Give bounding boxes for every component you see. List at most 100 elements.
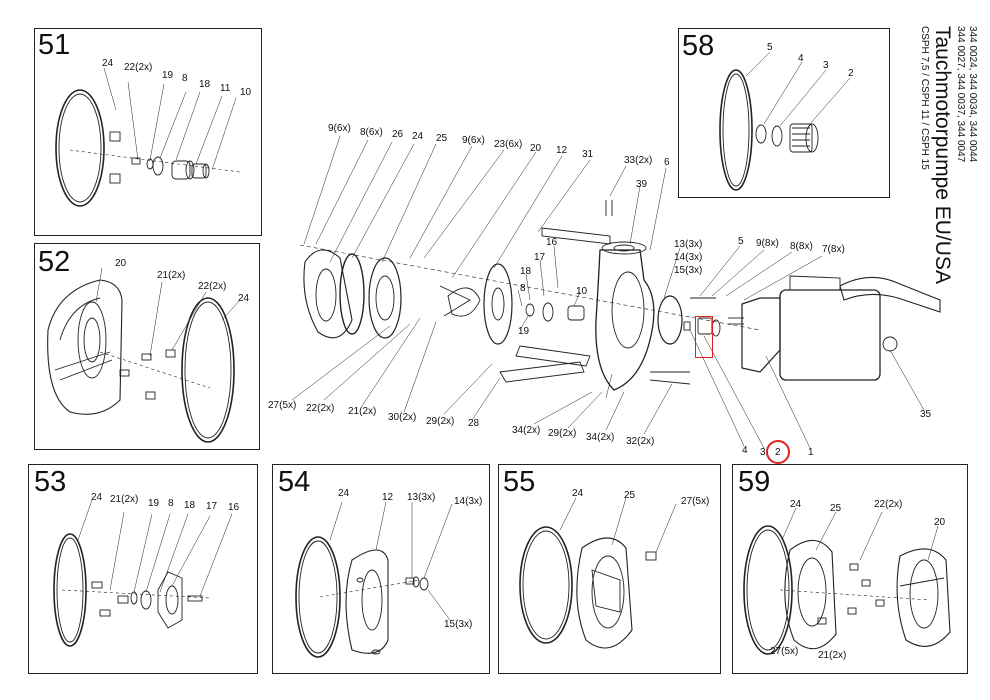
callout-51-8: 8: [182, 73, 188, 84]
gasket-ring-24: [519, 526, 573, 644]
callout-51-11: 11: [220, 83, 231, 94]
callout-23-6x: 23(6x): [494, 139, 523, 150]
callout-53-24: 24: [91, 492, 103, 503]
callout-26: 26: [392, 129, 404, 140]
callout-52-24: 24: [238, 293, 250, 304]
callout-58-3: 3: [823, 60, 829, 71]
callout-59-21: 21(2x): [818, 650, 847, 661]
gasket-ring-24: [295, 536, 341, 658]
panel-58: [678, 28, 890, 198]
callout-3: 3: [760, 447, 766, 458]
callout-55-24: 24: [572, 488, 584, 499]
callout-10: 10: [576, 286, 588, 297]
callout-51-24: 24: [102, 58, 114, 69]
callout-29-2x-b: 29(2x): [548, 428, 577, 439]
callout-28: 28: [468, 418, 480, 429]
callout-52-22: 22(2x): [198, 281, 227, 292]
callout-24: 24: [412, 131, 424, 142]
highlight-circle-part-2: [766, 440, 790, 464]
callout-59-25: 25: [830, 503, 842, 514]
callout-25: 25: [436, 133, 448, 144]
callout-52-20: 20: [115, 258, 127, 269]
callout-59-24: 24: [790, 499, 802, 510]
callout-8-6x: 8(6x): [360, 127, 383, 138]
callout-27-5x: 27(5x): [268, 400, 297, 411]
panel-number-59: 59: [738, 466, 771, 498]
panel-51-drawing: [55, 67, 241, 207]
callout-8-8x: 8(8x): [790, 241, 813, 252]
callout-9-6x: 9(6x): [328, 123, 351, 134]
callout-12: 12: [556, 145, 568, 156]
main-exploded-view: [299, 200, 941, 391]
callout-59-27: 27(5x): [770, 646, 799, 657]
callout-13-3x: 13(3x): [674, 239, 703, 250]
callout-1: 1: [808, 447, 814, 458]
callout-53-16: 16: [228, 502, 240, 513]
callout-51-10: 10: [240, 87, 252, 98]
callout-31: 31: [582, 149, 594, 160]
callout-54-14: 14(3x): [454, 496, 483, 507]
panel-52-drawing: [47, 267, 241, 443]
callout-4: 4: [742, 445, 748, 456]
gasket-ring-24: [55, 89, 105, 207]
callout-33-2x: 33(2x): [624, 155, 653, 166]
callout-9-8x: 9(8x): [756, 238, 779, 249]
callout-53-19: 19: [148, 498, 160, 509]
callout-22-2x: 22(2x): [306, 403, 335, 414]
panel-number-52: 52: [38, 246, 71, 278]
panel-54: [272, 464, 490, 674]
callout-53-8: 8: [168, 498, 174, 509]
highlight-box-seal: [695, 316, 713, 358]
callout-19: 19: [518, 326, 530, 337]
panel-number-58: 58: [682, 30, 715, 62]
panel-52: [34, 243, 260, 450]
callout-51-19: 19: [162, 70, 174, 81]
callout-52-21: 21(2x): [157, 270, 186, 281]
callout-58-2: 2: [848, 68, 854, 79]
panel-54-drawing: [295, 501, 453, 658]
callout-32-2x: 32(2x): [626, 436, 655, 447]
panel-55-drawing: [519, 497, 677, 649]
callout-29-2x: 29(2x): [426, 416, 455, 427]
callout-59-22: 22(2x): [874, 499, 903, 510]
callout-51-22: 22(2x): [124, 62, 153, 73]
panel-number-53: 53: [34, 466, 67, 498]
callout-34-2x-b: 34(2x): [586, 432, 615, 443]
callout-59-20: 20: [934, 517, 946, 528]
callout-55-27: 27(5x): [681, 496, 710, 507]
panel-59-drawing: [743, 507, 951, 655]
callout-35: 35: [920, 409, 932, 420]
panel-number-54: 54: [278, 466, 311, 498]
callout-53-21: 21(2x): [110, 494, 139, 505]
callout-7-8x: 7(8x): [822, 244, 845, 255]
callout-20: 20: [530, 143, 542, 154]
callout-54-13: 13(3x): [407, 492, 436, 503]
callout-17: 17: [534, 252, 546, 263]
callout-34-2x: 34(2x): [512, 425, 541, 436]
callout-58-4: 4: [798, 53, 804, 64]
callout-30-2x: 30(2x): [388, 412, 417, 423]
gasket-ring-24: [181, 297, 235, 443]
panel-53: [28, 464, 258, 674]
callout-54-15: 15(3x): [444, 619, 473, 630]
callout-9-6x-b: 9(6x): [462, 135, 485, 146]
callout-5: 5: [738, 236, 744, 247]
callout-54-24: 24: [338, 488, 350, 499]
callout-58-5: 5: [767, 42, 773, 53]
callout-53-17: 17: [206, 501, 218, 512]
callout-6: 6: [664, 157, 670, 168]
callout-54-12: 12: [382, 492, 394, 503]
main-leader-lines: [291, 135, 925, 449]
callout-14-3x: 14(3x): [674, 252, 703, 263]
panel-number-51: 51: [38, 29, 71, 61]
callout-18: 18: [520, 266, 532, 277]
callout-21-2x: 21(2x): [348, 406, 377, 417]
panel-number-55: 55: [503, 466, 536, 498]
callout-16: 16: [546, 237, 558, 248]
callout-15-3x: 15(3x): [674, 265, 703, 276]
panel-58-drawing: [719, 51, 851, 191]
callout-51-18: 18: [199, 79, 211, 90]
panel-53-drawing: [53, 499, 233, 647]
callout-55-25: 25: [624, 490, 636, 501]
